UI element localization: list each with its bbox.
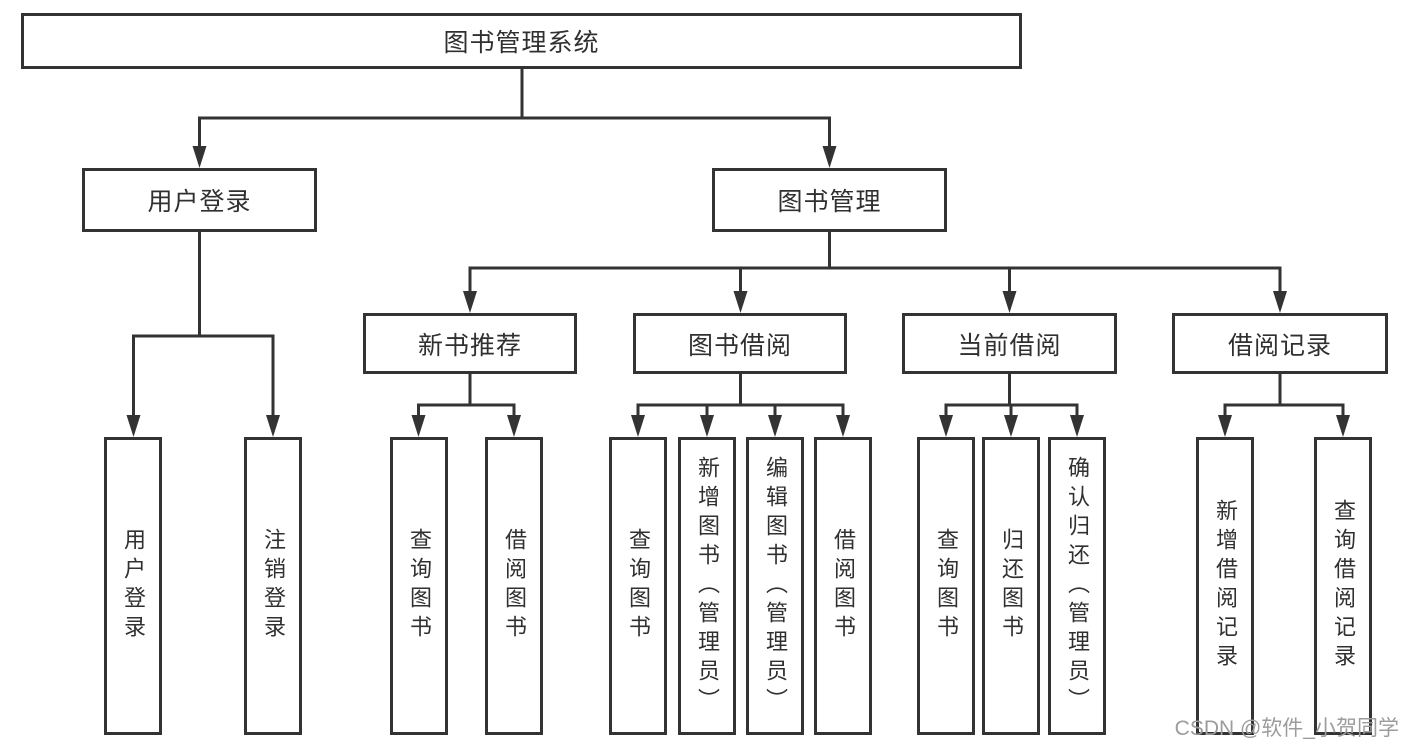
node-label: 归还图书 [999, 528, 1024, 644]
node-label: 借阅图书 [502, 528, 527, 644]
node-label: 新增借阅记录 [1213, 499, 1238, 673]
node-book-management: 图书管理 [712, 168, 947, 232]
leaf-query-books-current: 查询图书 [917, 437, 975, 735]
node-label: 查询图书 [626, 528, 651, 644]
node-new-book-recommend: 新书推荐 [363, 313, 577, 374]
node-label: 用户登录 [121, 528, 146, 644]
leaf-borrow-books: 借阅图书 [814, 437, 872, 735]
node-label: 注销登录 [261, 528, 286, 644]
node-label: 用户登录 [147, 188, 252, 216]
leaf-logout: 注销登录 [244, 437, 302, 735]
node-book-borrow: 图书借阅 [633, 313, 847, 374]
leaf-add-books-admin: 新增图书（管理员） [678, 437, 736, 735]
node-label: 图书管理 [777, 188, 882, 216]
leaf-confirm-return-admin: 确认归还（管理员） [1048, 437, 1106, 735]
leaf-add-borrow-record: 新增借阅记录 [1196, 437, 1254, 735]
node-library-management-system: 图书管理系统 [21, 13, 1022, 69]
node-borrow-records: 借阅记录 [1172, 313, 1388, 374]
node-label: 新书推荐 [417, 331, 522, 360]
node-label: 确认归还（管理员） [1065, 455, 1090, 717]
node-label: 图书管理系统 [443, 29, 600, 57]
node-label: 查询图书 [934, 528, 959, 644]
leaf-query-borrow-record: 查询借阅记录 [1314, 437, 1372, 735]
leaf-return-books: 归还图书 [982, 437, 1040, 735]
node-label: 新增图书（管理员） [695, 455, 720, 717]
leaf-user-login: 用户登录 [104, 437, 162, 735]
leaf-edit-books-admin: 编辑图书（管理员） [746, 437, 804, 735]
node-label: 借阅图书 [831, 528, 856, 644]
leaf-query-books-borrow: 查询图书 [609, 437, 667, 735]
node-user-login: 用户登录 [82, 168, 317, 232]
node-label: 查询图书 [407, 528, 432, 644]
leaf-query-books-recommend: 查询图书 [390, 437, 448, 735]
node-label: 编辑图书（管理员） [763, 455, 788, 717]
node-label: 查询借阅记录 [1331, 499, 1356, 673]
node-label: 当前借阅 [957, 331, 1062, 360]
node-current-borrow: 当前借阅 [902, 313, 1117, 374]
leaf-borrow-books-recommend: 借阅图书 [485, 437, 543, 735]
node-label: 借阅记录 [1227, 331, 1332, 360]
node-label: 图书借阅 [687, 331, 792, 360]
csdn-watermark: CSDN @软件_小贺同学 [1174, 717, 1399, 740]
